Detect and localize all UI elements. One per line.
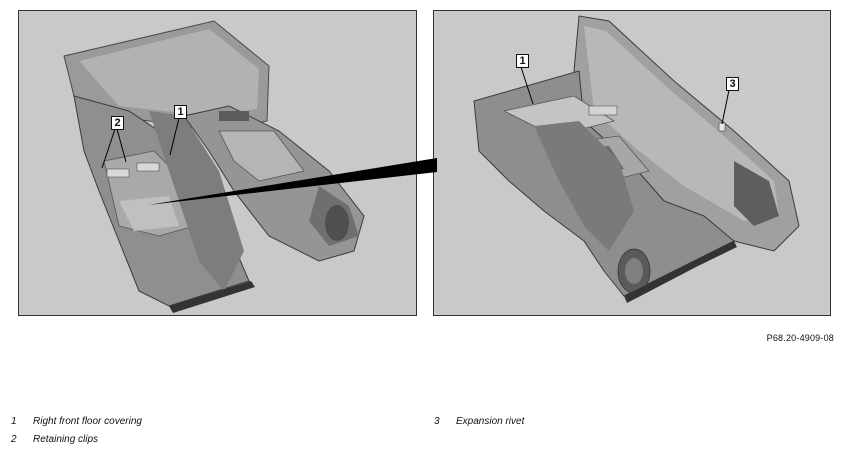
legend-text: Right front floor covering: [33, 416, 142, 427]
callout-floor-covering-left: 1: [174, 105, 187, 119]
figure-code: P68.20-4909-08: [766, 333, 834, 343]
legend-number: 1: [11, 416, 17, 427]
legend-number: 3: [434, 416, 440, 427]
legend-text: Retaining clips: [33, 434, 99, 445]
left-illustration-panel: 2 1: [18, 10, 417, 316]
legend-number: 2: [11, 434, 17, 445]
floor-covering-right-drawing: [473, 15, 800, 303]
callout-floor-covering-right: 1: [516, 54, 529, 68]
legend-text: Expansion rivet: [456, 416, 525, 427]
callout-expansion-rivet: 3: [726, 77, 739, 91]
right-illustration-panel: 1 3: [433, 10, 831, 316]
callout-retaining-clips-left: 2: [111, 116, 124, 130]
floor-covering-left-drawing: [63, 20, 365, 313]
